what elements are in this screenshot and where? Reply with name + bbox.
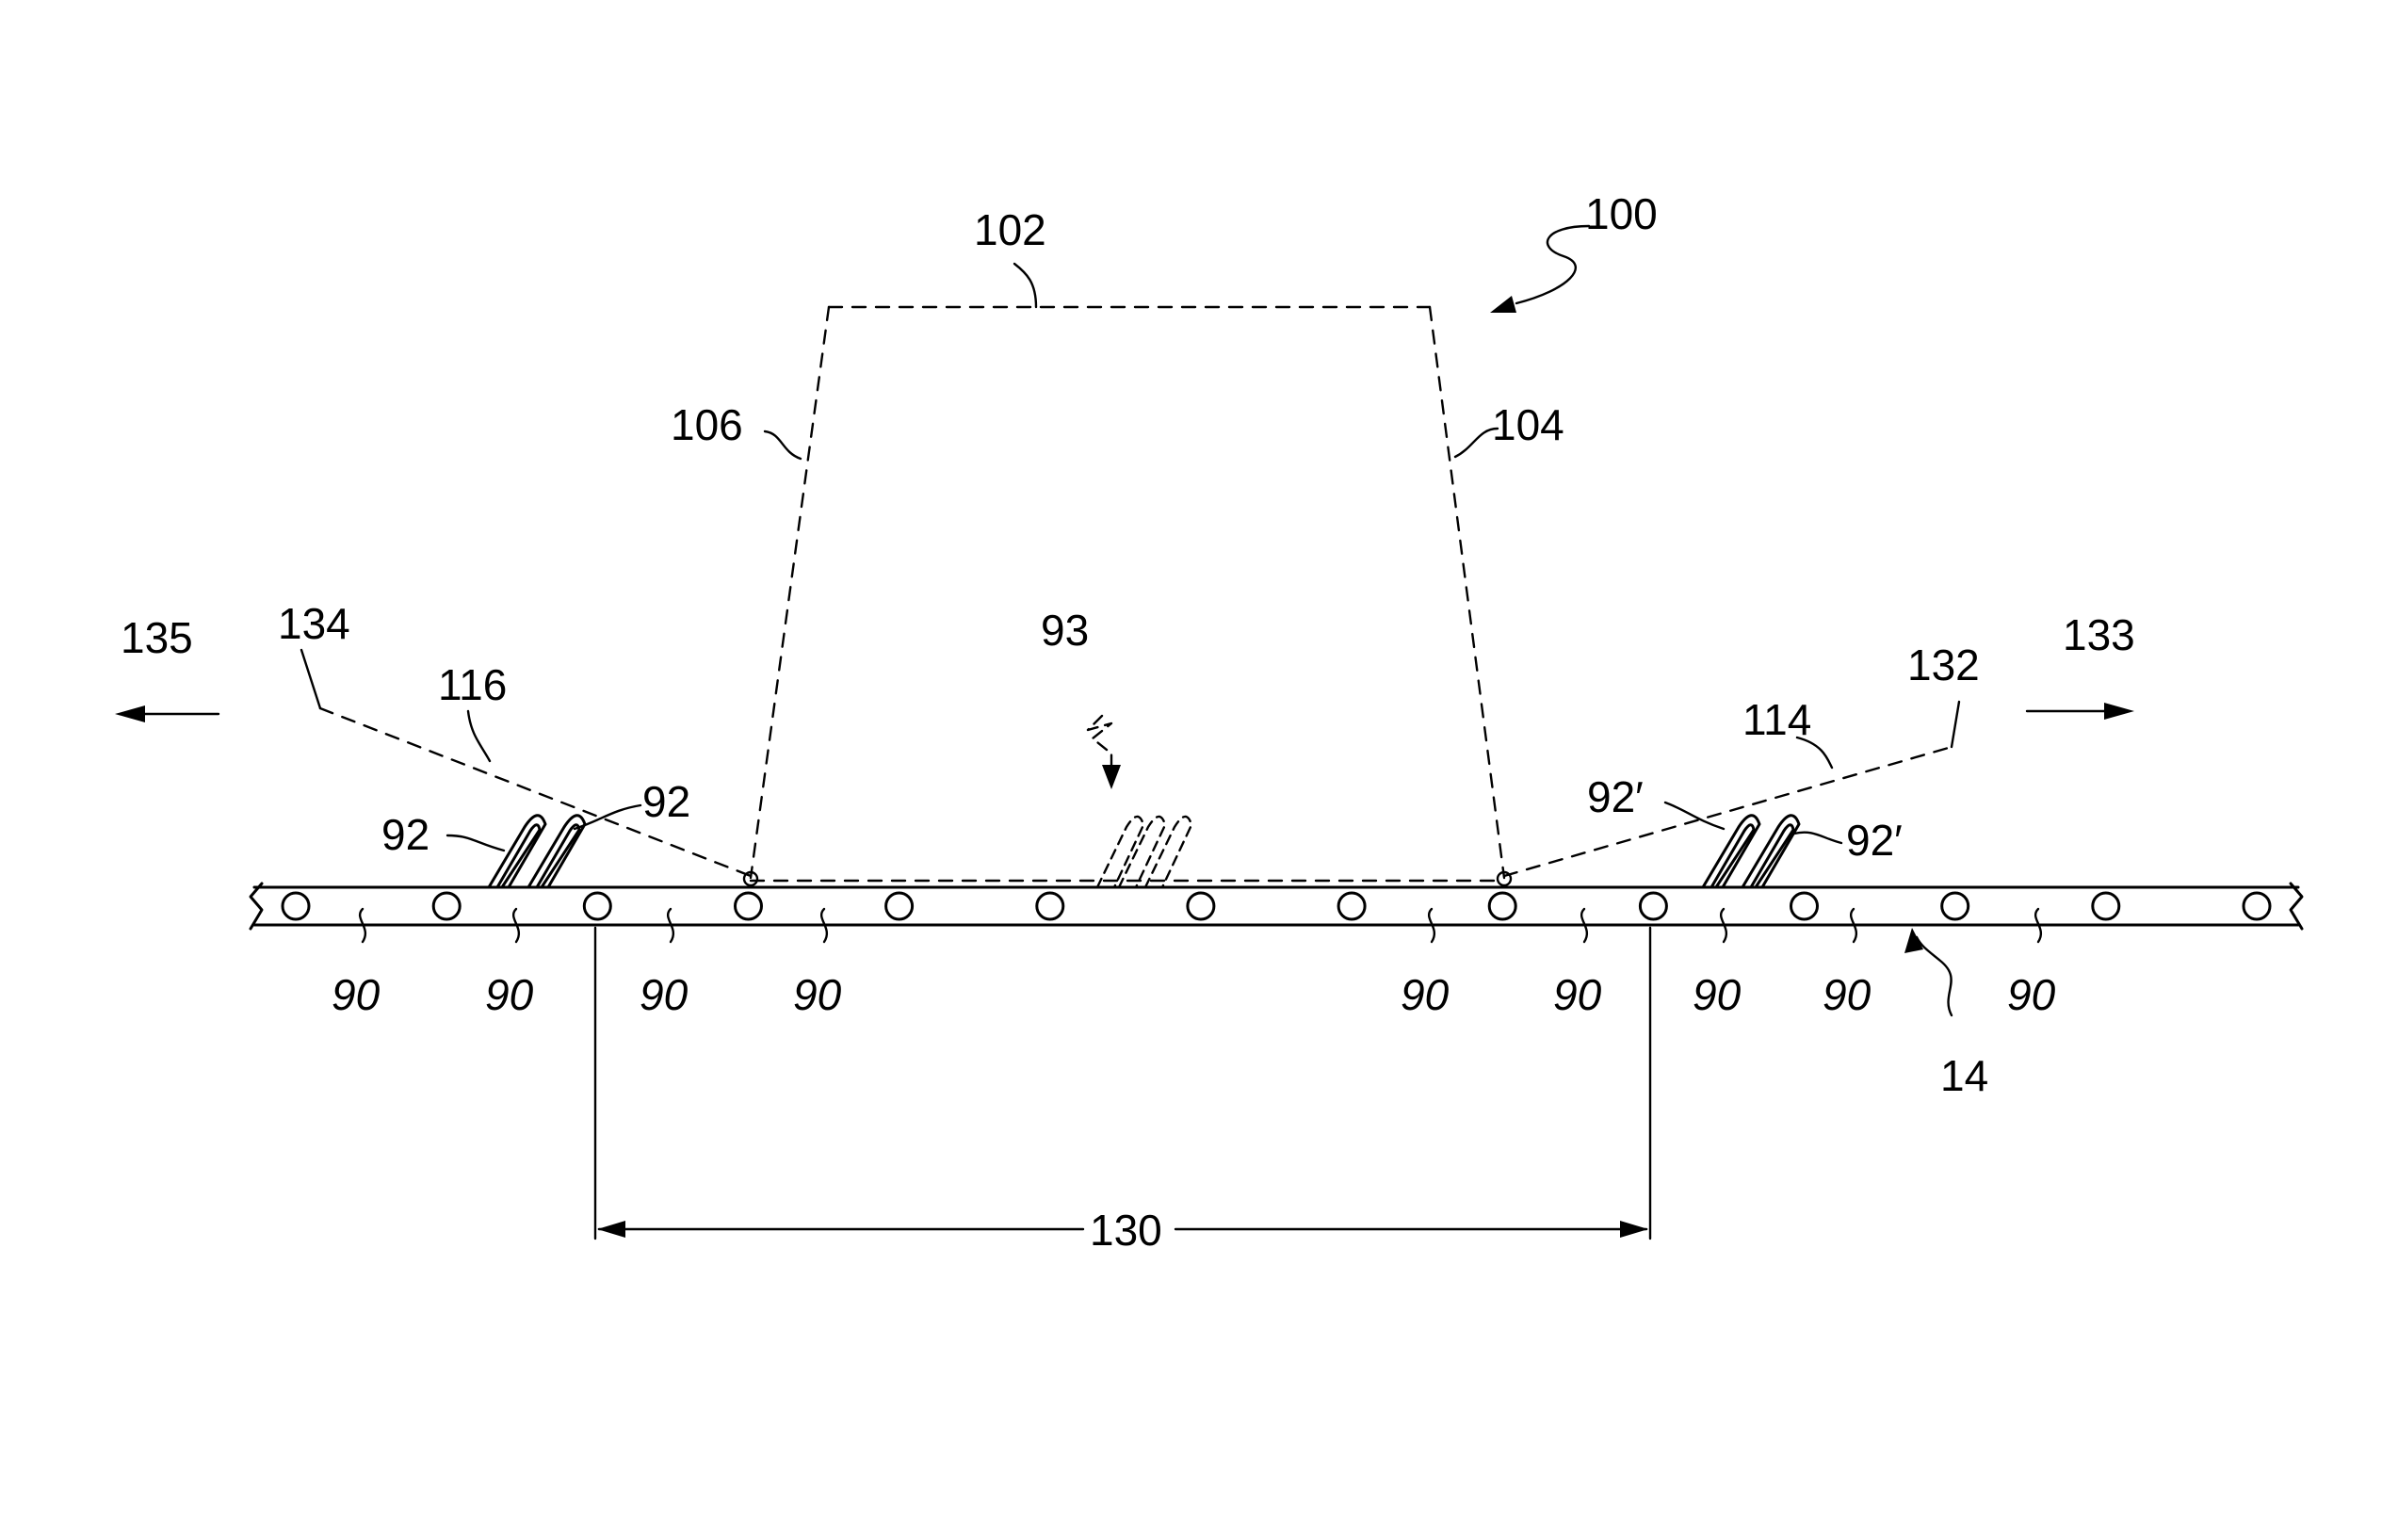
assembly-leader-arrowhead [1490,296,1516,313]
dashed-trapezoid [744,307,1511,885]
roller-1 [283,893,309,919]
dimension-130 [595,928,1650,1239]
label-right-direction: 133 [2063,610,2135,659]
center-sheet-c [1145,817,1191,887]
right-point-leader [1952,702,1959,747]
left-side-line [751,307,829,878]
roller-5 [886,893,913,919]
roller-10 [1640,893,1666,919]
conveyor [251,883,2302,929]
roller-14 [2244,893,2270,919]
roller-label-7: 90 [1693,970,1742,1019]
roller-8 [1338,893,1365,919]
dimension-right-arrowhead [1620,1221,1648,1238]
dimension-left-arrowhead [597,1221,625,1238]
label-right-sheet-1: 92′ [1587,772,1644,821]
label-left-sheet-2: 92 [642,777,690,826]
left-side-leader [765,431,801,459]
roller-label-9: 90 [2007,970,2056,1019]
sheet-group-leader [1088,716,1111,768]
conveyor-right-break [2291,883,2302,929]
roller-label-3: 90 [640,970,689,1019]
left-direction-arrowhead [115,705,145,722]
label-conveyor: 14 [1940,1051,1988,1100]
label-right-line: 114 [1742,695,1811,744]
center-sheet-group [1097,817,1191,887]
label-left-sheet-1: 92 [381,810,429,859]
roller-12 [1942,893,1969,919]
roller-7 [1188,893,1214,919]
right-sheet-leader-2 [1794,833,1841,843]
roller-11 [1791,893,1818,919]
roller-label-6: 90 [1553,970,1602,1019]
top-edge-leader [1014,264,1036,307]
label-left-direction: 135 [121,613,193,662]
left-sheet-leader-2 [575,805,640,829]
label-left-line: 116 [438,660,507,709]
label-right-side: 104 [1492,400,1564,449]
label-right-sheet-2: 92′ [1846,816,1903,865]
roller-label-1: 90 [332,970,381,1019]
roller-label-8: 90 [1823,970,1872,1019]
right-side-line [1430,307,1504,878]
label-assembly: 100 [1585,189,1658,238]
label-top-edge: 102 [974,205,1046,254]
label-left-side: 106 [671,400,743,449]
left-point-leader [301,650,320,708]
left-line-leader [468,711,490,761]
roller-label-5: 90 [1401,970,1450,1019]
label-dimension: 130 [1090,1206,1162,1255]
label-sheet-group: 93 [1041,606,1089,655]
roller-group [283,893,2270,919]
assembly-leader [1516,226,1589,303]
label-left-point: 134 [278,599,350,648]
roller-2 [433,893,460,919]
left-sheet-leader-1 [447,835,504,851]
roller-label-2: 90 [485,970,534,1019]
left-sheet-b-inner [537,825,579,887]
roller-13 [2093,893,2119,919]
conveyor-left-break [251,883,262,929]
conveyor-leader-arrowhead [1904,928,1923,953]
label-right-point: 132 [1907,640,1980,689]
roller-9 [1489,893,1515,919]
right-sheet-b-inner [1751,825,1793,887]
roller-3 [584,893,610,919]
roller-4 [736,893,762,919]
right-direction-arrowhead [2104,703,2134,720]
roller-6 [1037,893,1063,919]
roller-label-4: 90 [793,970,842,1019]
sheet-group-leader-arrowhead [1102,765,1121,789]
